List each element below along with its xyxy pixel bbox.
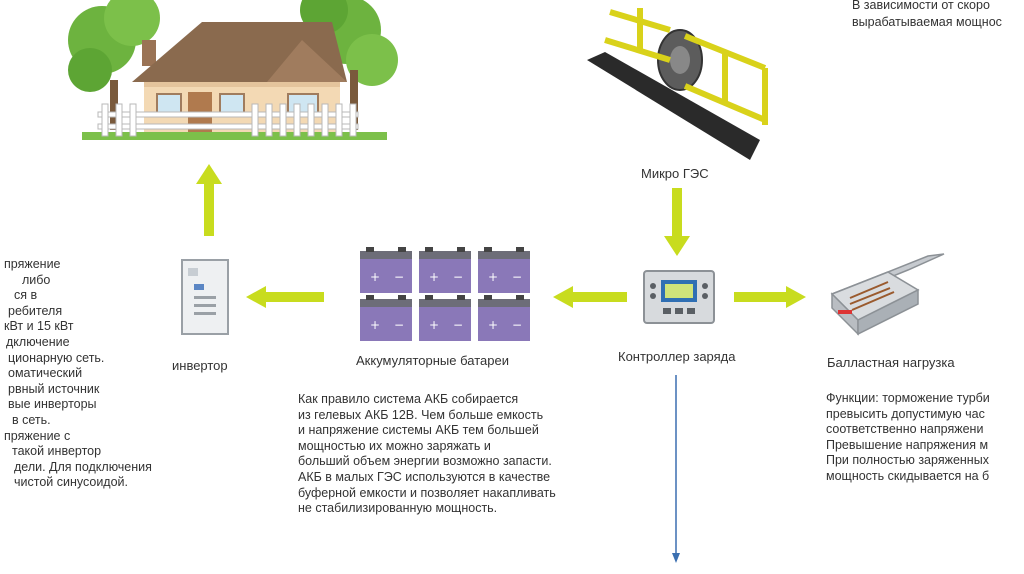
ballast-text-line: соответственно напряжени bbox=[826, 422, 984, 437]
micro-hydro-turbine-illustration bbox=[585, 0, 780, 165]
micro-hydro-label: Микро ГЭС bbox=[641, 166, 709, 181]
arrow-right-to-ballast bbox=[734, 286, 806, 308]
left-text-line: ционарную сеть. bbox=[8, 350, 105, 365]
inverter-illustration bbox=[180, 258, 230, 338]
left-text-line: такой инвертор bbox=[12, 444, 102, 459]
left-text-line: рвный источник bbox=[8, 381, 100, 396]
battery-text-line: не стабилизированную мощность. bbox=[298, 501, 498, 516]
battery-text-line: больший объем энергии возможно запасти. bbox=[298, 454, 552, 469]
left-text-line: пряжение с bbox=[4, 428, 71, 443]
arrow-down-to-controller bbox=[664, 188, 690, 256]
inverter-label: инвертор bbox=[172, 358, 228, 373]
left-text-line: ребителя bbox=[8, 303, 63, 318]
house-illustration bbox=[62, 0, 407, 145]
arrow-left-to-inverter bbox=[246, 286, 324, 308]
controller-illustration bbox=[643, 270, 715, 326]
ballast-text-line: Превышение напряжения м bbox=[826, 437, 989, 452]
left-text-line: оматический bbox=[8, 366, 83, 381]
battery-description: Как правило система АКБ собирается из ге… bbox=[298, 392, 556, 517]
left-text-line: вые инверторы bbox=[8, 397, 97, 412]
batteries-label: Аккумуляторные батареи bbox=[356, 353, 509, 368]
left-text-line: ся в bbox=[14, 288, 38, 303]
ballast-load-illustration bbox=[828, 250, 946, 340]
left-text-line: дели. Для подключения bbox=[14, 459, 152, 474]
controller-label: Контроллер заряда bbox=[618, 349, 736, 364]
left-text-line: чистой синусоидой. bbox=[14, 475, 129, 490]
battery-text-line: из гелевых АКБ 12В. Чем больше емкость bbox=[298, 407, 544, 422]
battery-text-line: мощностью их можно заряжать и bbox=[298, 438, 491, 453]
batteries-illustration: + − bbox=[358, 245, 534, 345]
left-text-line: пряжение bbox=[4, 257, 61, 271]
left-text-line: дключение bbox=[6, 334, 70, 349]
ballast-text-line: превысить допустимую час bbox=[826, 406, 985, 421]
top-right-text-2: вырабатываемая мощнос bbox=[852, 15, 1002, 29]
left-text-line: в сеть. bbox=[12, 412, 51, 427]
ballast-description: Функции: торможение турби превысить допу… bbox=[826, 391, 990, 485]
battery-text-line: АКБ в малых ГЭС используются в качестве bbox=[298, 469, 551, 484]
ballast-text-line: Функции: торможение турби bbox=[826, 391, 990, 405]
output-arrow-down bbox=[671, 375, 681, 565]
left-text-line: либо bbox=[22, 272, 51, 287]
top-right-text-1: В зависимости от скоро bbox=[852, 0, 990, 12]
arrow-up-to-house bbox=[196, 164, 222, 236]
inverter-description: пряжение либо ся в ребителя кВт и 15 кВт… bbox=[0, 257, 152, 491]
battery-text-line: буферной емкости и позволяет накапливать bbox=[298, 485, 556, 500]
ballast-text-line: мощность скидывается на б bbox=[826, 468, 990, 483]
ballast-text-line: При полностью заряженных bbox=[826, 453, 989, 468]
arrow-left-to-batteries bbox=[553, 286, 627, 308]
battery-text-line: Как правило система АКБ собирается bbox=[298, 392, 519, 406]
left-text-line: кВт и 15 кВт bbox=[4, 319, 74, 334]
battery-text-line: и напряжение системы АКБ тем большей bbox=[298, 423, 539, 438]
ballast-label: Балластная нагрузка bbox=[827, 355, 955, 370]
